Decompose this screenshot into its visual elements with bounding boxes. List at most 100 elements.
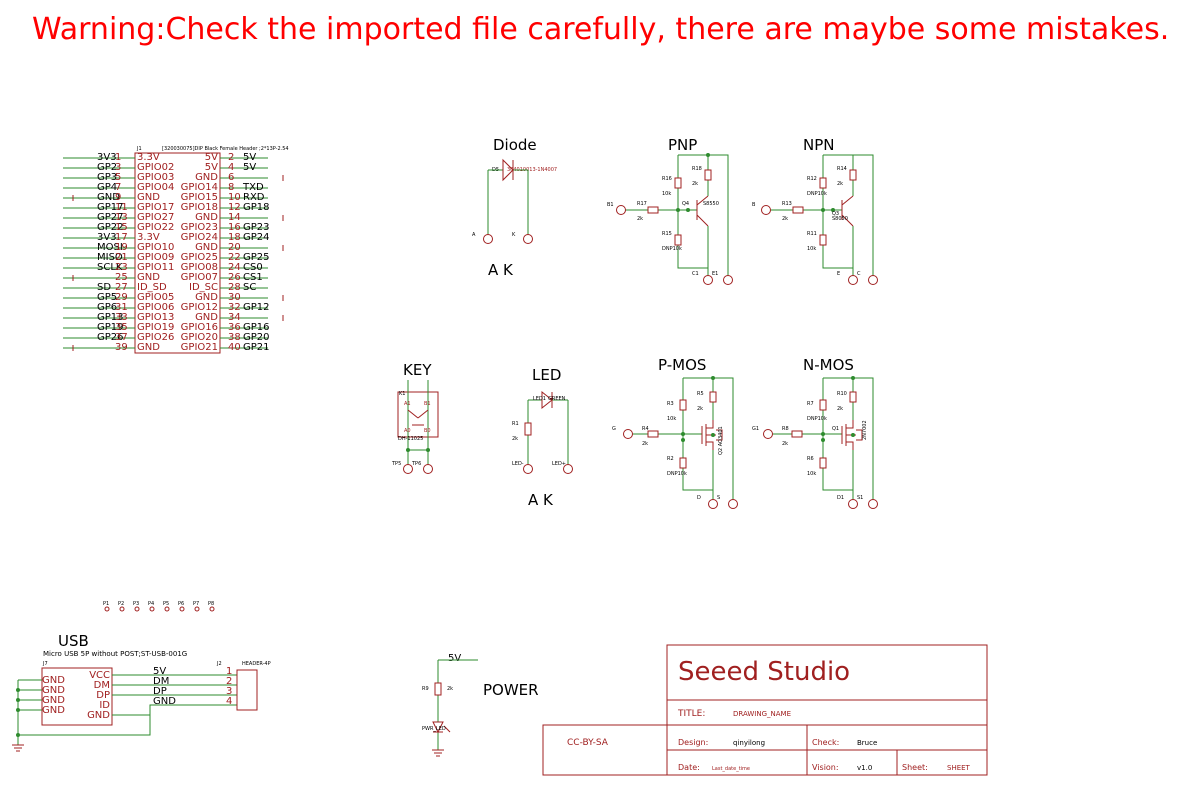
pmos-pin-d[interactable] — [708, 499, 718, 509]
pnp-r16 — [674, 177, 682, 189]
header-left-pin: 27 — [115, 282, 128, 293]
pmos-block[interactable]: P-MOS R3 10k R5 2k R4 2k R2 DNP10k Q2 AO… — [612, 356, 738, 509]
npn-r12-ref: R12 — [807, 176, 817, 182]
nmos-pin-d[interactable] — [848, 499, 858, 509]
pnp-block[interactable]: PNP R16 10k R18 2k R17 2k R15 DNP10k Q4 … — [607, 136, 733, 285]
usb-left-pin: GND — [42, 675, 65, 686]
testpoint-pad[interactable] — [149, 606, 155, 612]
power-block[interactable]: POWER 5V R9 2k PWR_LED — [422, 653, 539, 757]
npn-label-e: E — [837, 271, 840, 277]
npn-pin-c[interactable] — [868, 275, 878, 285]
header-left-pin: 37 — [115, 332, 128, 343]
npn-r13-val: 2k — [782, 216, 788, 222]
header-right-net: GP21 — [243, 342, 270, 353]
power-resistor — [434, 682, 442, 696]
pnp-r17 — [647, 206, 659, 214]
usb-net: DM — [153, 676, 169, 687]
led-pin-plus[interactable] — [563, 464, 573, 474]
usb-block[interactable]: USB Micro USB 5P without POST;ST-USB-001… — [12, 632, 271, 752]
sheet-label: Sheet: — [902, 763, 928, 772]
pmos-pin-g[interactable] — [623, 429, 633, 439]
header-right-pin: 12 — [228, 202, 241, 213]
header-right-pin: 24 — [228, 262, 241, 273]
header-left-pin: 17 — [115, 232, 128, 243]
usb-right-pin: DP — [96, 690, 110, 701]
header-left-pin: 39 — [115, 342, 128, 353]
key-tp6[interactable] — [423, 464, 433, 474]
header-left-net: SCLK — [97, 262, 123, 273]
diode-pin-k[interactable] — [523, 234, 533, 244]
usb-hdr-part: HEADER-4P — [242, 661, 271, 667]
key-b0: B0 — [424, 428, 431, 434]
npn-pin-e[interactable] — [848, 275, 858, 285]
header-left-func: GPIO19 — [137, 322, 174, 333]
testpoint-pad[interactable] — [119, 606, 125, 612]
pnp-label-c: C1 — [692, 271, 699, 277]
header-right-func: GND — [195, 242, 218, 253]
header-left-pin: 33 — [115, 312, 128, 323]
testpoint-label: P7 — [193, 601, 199, 607]
nmos-block[interactable]: N-MOS R7 DNP10k R10 2k R8 2k R6 10k Q1 2… — [752, 356, 878, 509]
nmos-pin-g[interactable] — [763, 429, 773, 439]
pmos-pin-s[interactable] — [728, 499, 738, 509]
key-a0: A0 — [404, 428, 411, 434]
led-label-plus: LED+ — [552, 461, 566, 467]
nmos-r8-ref: R8 — [782, 426, 789, 432]
pmos-r4 — [647, 430, 659, 438]
diode-block[interactable]: Diode D5 304010013-1N4007 A K A K — [472, 136, 557, 279]
nmos-r6-val: 10k — [807, 471, 816, 477]
led-pin-minus[interactable] — [523, 464, 533, 474]
testpoint-pad[interactable] — [104, 606, 110, 612]
testpoint-pad[interactable] — [194, 606, 200, 612]
usb-body — [41, 667, 113, 726]
npn-r11-ref: R11 — [807, 231, 817, 237]
npn-pin-b[interactable] — [761, 205, 771, 215]
header-right-net: SC — [243, 282, 256, 293]
testpoint-pad[interactable] — [134, 606, 140, 612]
company-name: Seeed Studio — [678, 657, 850, 687]
usb-left-pin: GND — [42, 685, 65, 696]
header-right-pin: 6 — [228, 172, 234, 183]
npn-block[interactable]: NPN R14 2k R12 DNP10k R13 2k R11 10k Q3 … — [752, 136, 878, 285]
pnp-r15-val: DNP10k — [662, 246, 682, 252]
pmos-r5-val: 2k — [697, 406, 703, 412]
key-block[interactable]: KEY K1 DH-11025 A1 B1 A0 B0 TP5 TP6 — [391, 361, 439, 474]
nmos-r7 — [819, 399, 827, 411]
header-left-func: GPIO03 — [137, 172, 174, 183]
led-ref: LED1 — [533, 396, 546, 402]
led-r-ref: R1 — [512, 421, 519, 427]
testpoint-pad[interactable] — [164, 606, 170, 612]
testpoint-pad[interactable] — [179, 606, 185, 612]
testpoint-pad[interactable] — [209, 606, 215, 612]
header-left-net: GP19 — [97, 322, 124, 333]
diode-pin-a[interactable] — [483, 234, 493, 244]
header-right-func: GPIO18 — [181, 202, 218, 213]
pmos-r4-val: 2k — [642, 441, 648, 447]
header-left-func: 3.3V — [137, 152, 160, 163]
key-switch — [407, 409, 429, 426]
usb-title: USB — [58, 632, 89, 650]
header-j1[interactable]: J1 [320030075]DIP Black Female Header ;2… — [63, 146, 289, 354]
header-right-pin: 32 — [228, 302, 241, 313]
led-block[interactable]: LED LED1 GREEN R1 2k LED- LED+ A K — [512, 366, 573, 509]
pnp-r16-val: 10k — [662, 191, 671, 197]
header-right-func: GPIO23 — [181, 222, 218, 233]
header-desc: [320030075]DIP Black Female Header ;2*13… — [162, 146, 289, 152]
pnp-pin-c[interactable] — [703, 275, 713, 285]
pnp-pin-e[interactable] — [723, 275, 733, 285]
nmos-r7-ref: R7 — [807, 401, 814, 407]
testpoint-label: P1 — [103, 601, 109, 607]
npn-r12 — [819, 177, 827, 189]
pnp-pin-b[interactable] — [616, 205, 626, 215]
diode-label-k: K — [512, 232, 516, 238]
power-led-icon — [432, 721, 451, 734]
header-left-func: GPIO10 — [137, 242, 174, 253]
header-left-pin: 31 — [115, 302, 128, 313]
header-left-func: GPIO27 — [137, 212, 174, 223]
usb-header-pin: 1 — [226, 666, 232, 677]
nmos-transistor — [841, 420, 863, 450]
header-left-pin: 1 — [115, 152, 121, 163]
key-tp5[interactable] — [403, 464, 413, 474]
header-left-net: 3V3 — [97, 232, 117, 243]
nmos-pin-s[interactable] — [868, 499, 878, 509]
